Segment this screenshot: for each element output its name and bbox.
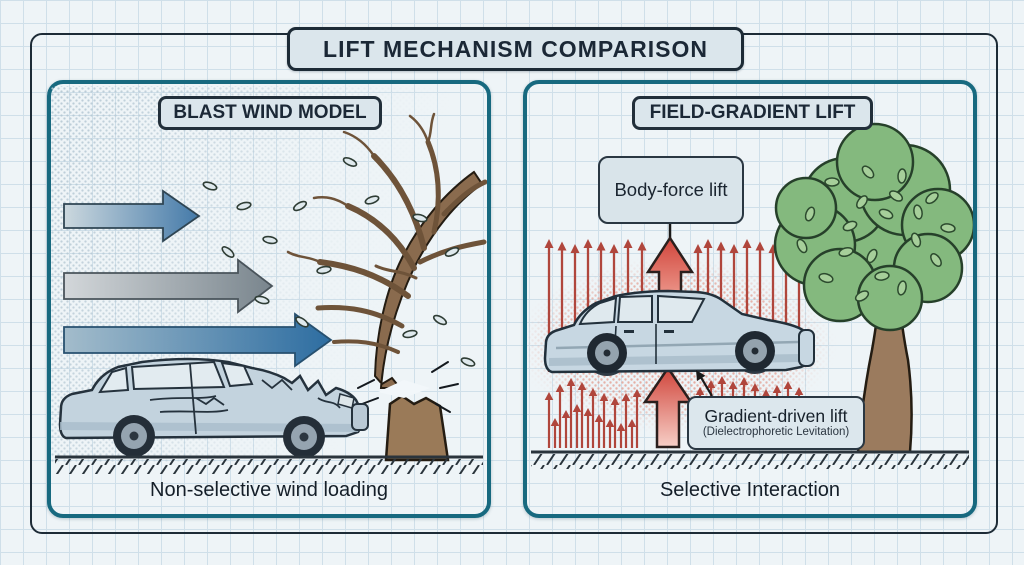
rear-wheel-icon bbox=[113, 415, 155, 457]
right-panel-header-label: FIELD-GRADIENT LIFT bbox=[649, 102, 856, 123]
body-force-label-box: Body-force lift bbox=[598, 156, 744, 224]
field-gradient-figure bbox=[527, 122, 973, 469]
flying-leaves-icon bbox=[202, 157, 476, 367]
right-caption-text: Selective Interaction bbox=[659, 479, 841, 501]
left-panel-header-label: BLAST WIND MODEL bbox=[173, 102, 367, 123]
crack-marks-icon bbox=[357, 361, 459, 413]
healthy-tree-figure bbox=[773, 122, 973, 454]
canopy-leaves-icon bbox=[796, 165, 956, 302]
front-wheel-icon bbox=[283, 416, 325, 458]
left-panel-header: BLAST WIND MODEL bbox=[158, 96, 382, 130]
right-panel-caption: Selective Interaction bbox=[523, 479, 977, 502]
trunk-break-gap bbox=[378, 380, 430, 398]
blast-wind-panel bbox=[47, 80, 491, 518]
ground-right bbox=[531, 450, 969, 469]
body-force-label: Body-force lift bbox=[614, 179, 728, 200]
left-caption-text: Non-selective wind loading bbox=[150, 479, 388, 501]
right-panel-header: FIELD-GRADIENT LIFT bbox=[632, 96, 873, 130]
wind-arrow-top-icon bbox=[63, 189, 201, 243]
wind-arrow-bottom-icon bbox=[63, 312, 333, 368]
left-panel-caption: Non-selective wind loading bbox=[47, 479, 491, 502]
field-gradient-panel bbox=[523, 80, 977, 518]
title-box: LIFT MECHANISM COMPARISON bbox=[287, 27, 744, 71]
blast-wind-figure bbox=[51, 86, 487, 474]
levitating-car-figure bbox=[543, 289, 815, 376]
ground-left bbox=[55, 455, 483, 474]
page-title: LIFT MECHANISM COMPARISON bbox=[323, 35, 708, 62]
broken-tree-figure bbox=[202, 112, 487, 462]
gradient-pointer-arrow-icon bbox=[696, 370, 713, 397]
damaged-car-figure bbox=[58, 357, 369, 458]
gradient-lift-label-box: Gradient-driven lift (Dielectrophoretic … bbox=[687, 396, 865, 450]
crumple-lines bbox=[149, 363, 341, 435]
rear-wheel-icon bbox=[587, 333, 627, 373]
gradient-lift-sublabel: (Dielectrophoretic Levitation) bbox=[702, 426, 850, 439]
gradient-lift-label: Gradient-driven lift bbox=[704, 405, 848, 426]
front-wheel-icon bbox=[735, 331, 775, 371]
